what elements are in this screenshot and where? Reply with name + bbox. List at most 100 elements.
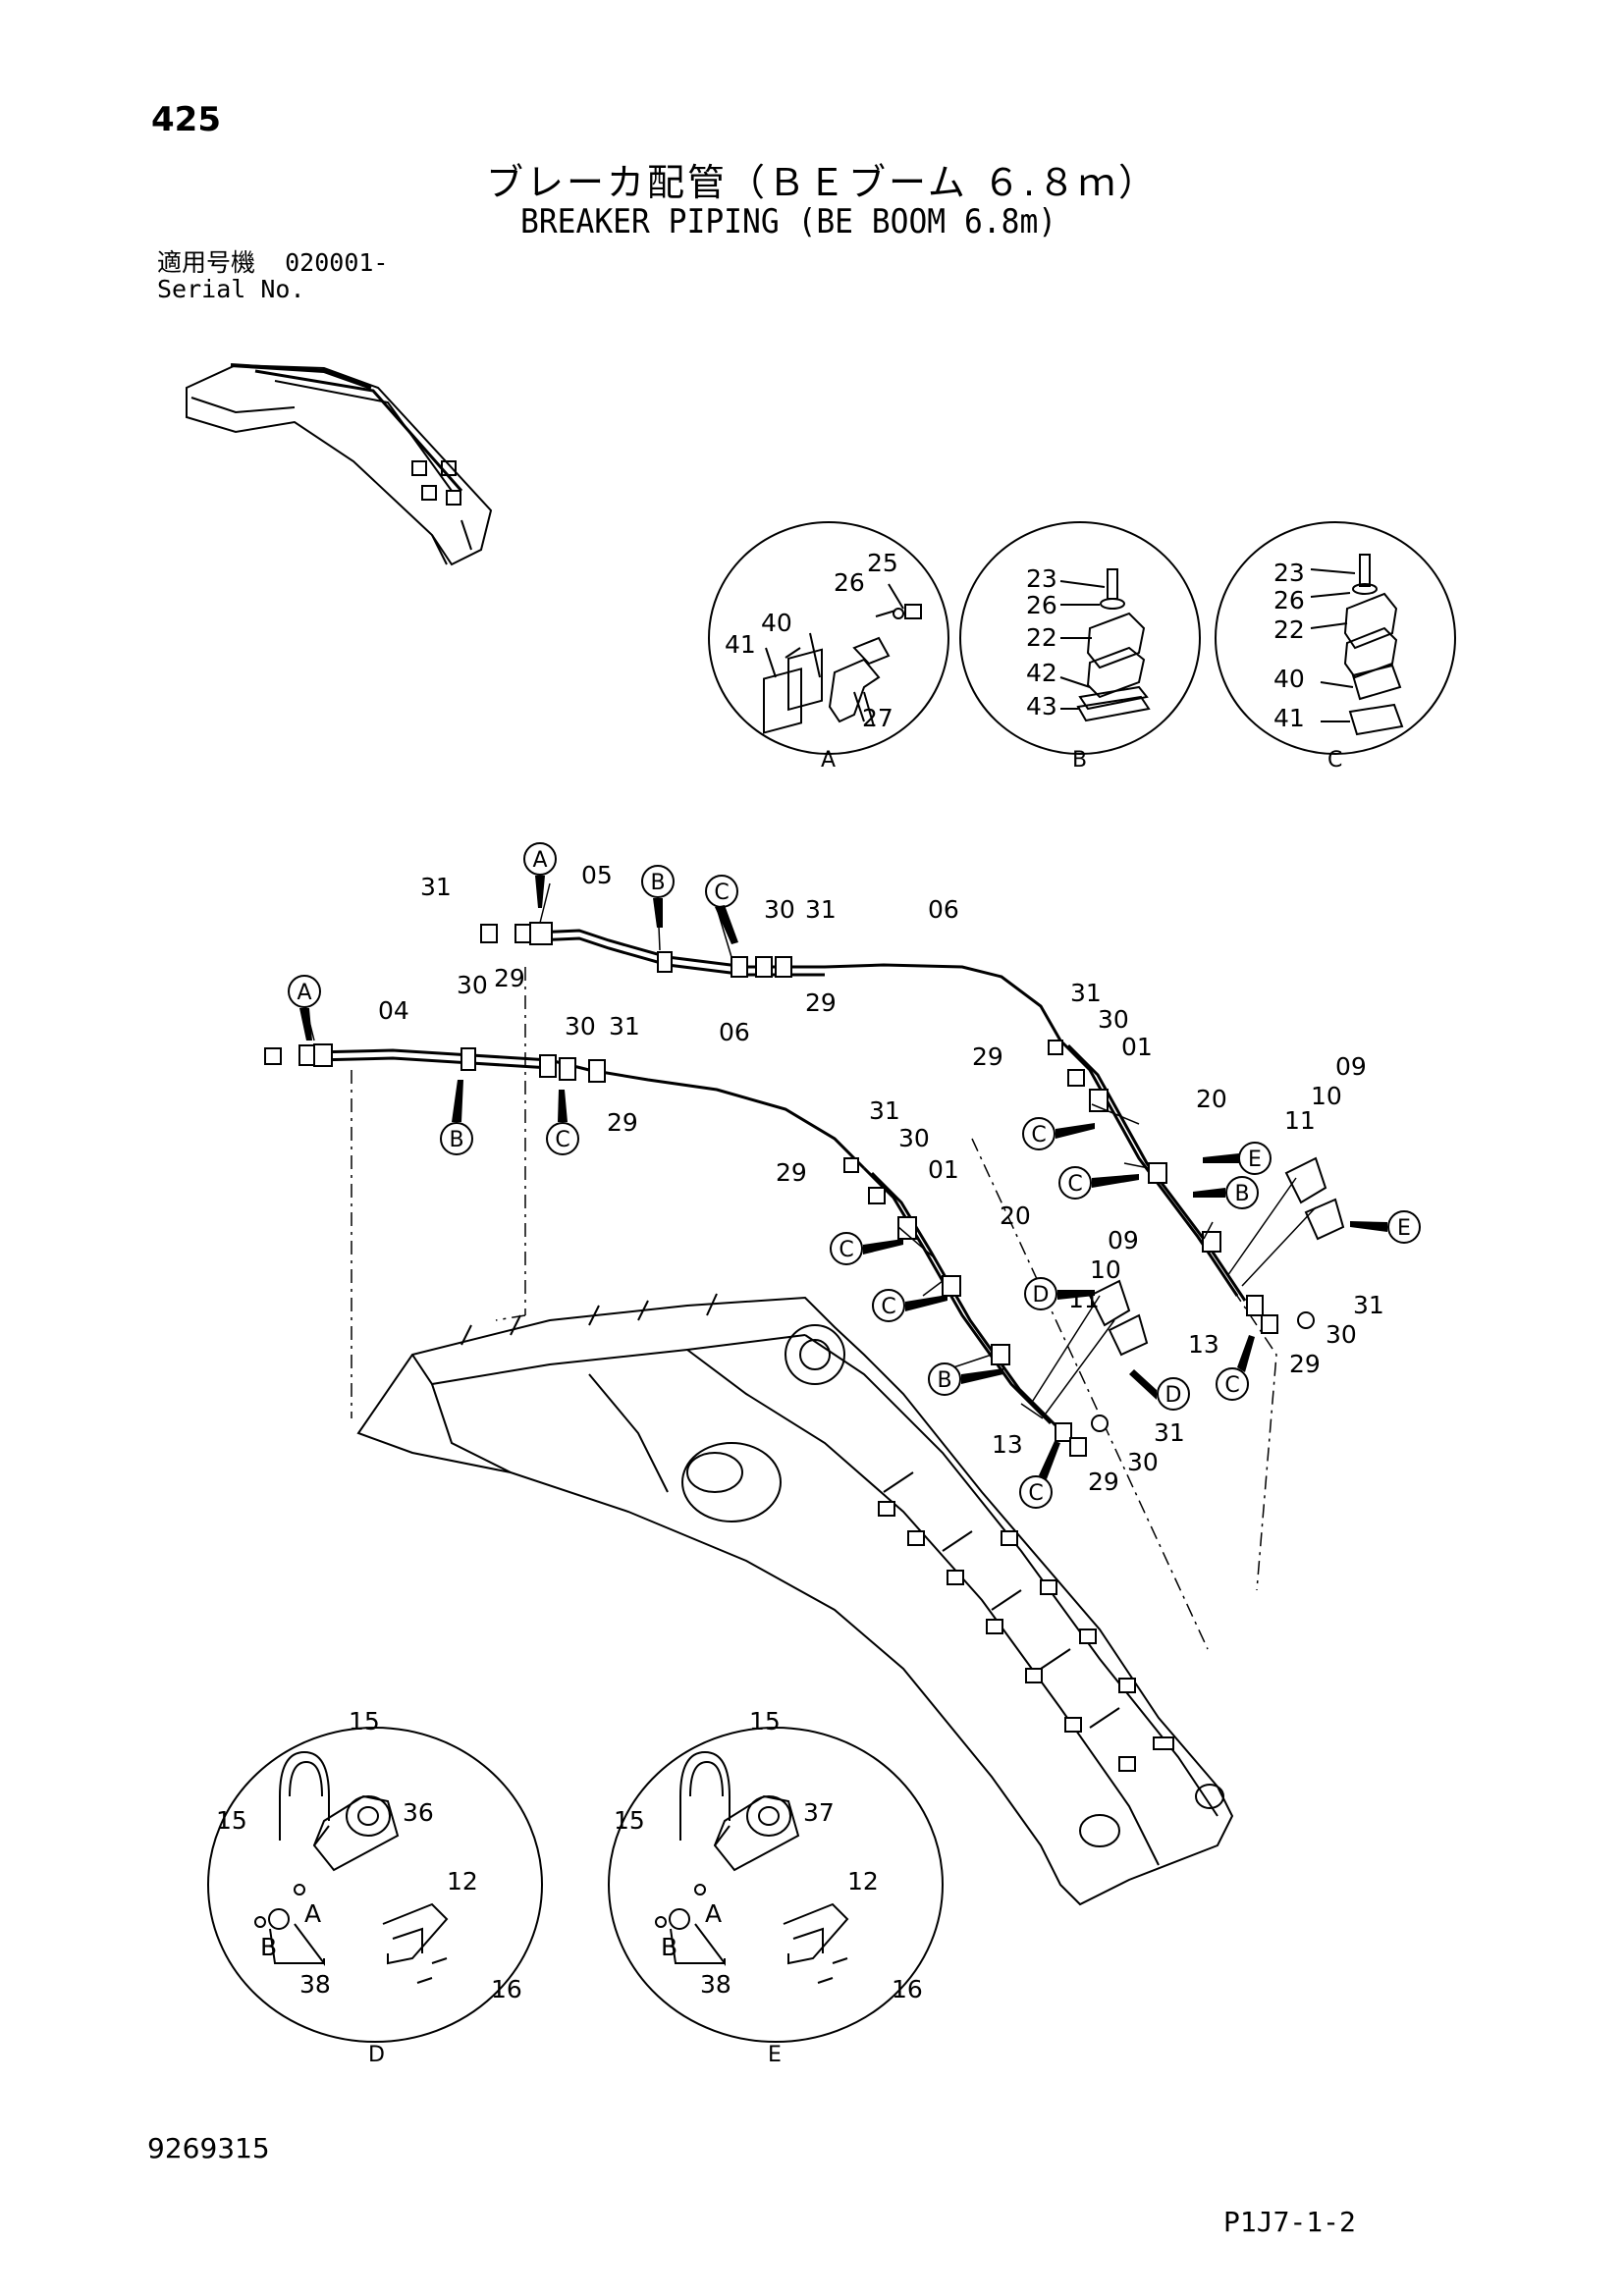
part-label: 11: [1284, 1106, 1316, 1135]
callout-letter: C: [881, 1295, 895, 1319]
part-label: 06: [928, 895, 959, 924]
callout-letter: B: [449, 1128, 463, 1152]
part-label: 29: [494, 964, 525, 992]
part-label: 31: [1070, 979, 1102, 1007]
detail-label-d: D: [368, 2043, 385, 2067]
callout-letter: B: [650, 871, 665, 895]
part-label: 09: [1108, 1226, 1139, 1255]
part-label: 40: [761, 609, 792, 637]
part-label: 30: [764, 895, 795, 924]
part-label: 25: [867, 549, 898, 577]
part-label: A: [304, 1899, 321, 1928]
detail-c-labels: 23 26 22 40 41: [1273, 559, 1305, 732]
part-label: 40: [1273, 665, 1305, 693]
part-label: 12: [447, 1867, 478, 1896]
serial-value: 020001-: [285, 248, 389, 277]
callout-letter: A: [297, 981, 311, 1005]
part-label: 10: [1311, 1082, 1342, 1110]
part-label: 29: [607, 1108, 638, 1137]
part-label: 36: [403, 1798, 434, 1827]
detail-circle-d: [207, 1727, 543, 2043]
callout-letter: E: [1248, 1148, 1262, 1172]
callout-letter: C: [1031, 1123, 1046, 1148]
callout-letter: C: [1028, 1481, 1043, 1506]
callout-balloons: [288, 842, 1421, 1509]
detail-label-a: A: [821, 748, 836, 773]
part-label: 20: [1000, 1201, 1031, 1230]
part-label: 22: [1273, 615, 1305, 644]
part-label: 30: [1127, 1448, 1159, 1476]
detail-label-c: C: [1327, 748, 1342, 773]
page-number: 425: [151, 100, 221, 139]
detail-e-parts: [655, 1750, 849, 1984]
detail-c-parts: [1310, 554, 1404, 736]
part-label: 22: [1026, 623, 1057, 652]
part-label: 01: [928, 1155, 959, 1184]
page-code: P1J7-1-2: [1223, 2206, 1356, 2238]
callout-letters: A A B C B C C C B E E C C C B D D C: [297, 848, 1410, 1506]
detail-a-labels: 25 26 40 41 27: [725, 549, 898, 732]
page-title-english: BREAKER PIPING (BE BOOM 6.8m): [520, 202, 1057, 241]
part-label: 29: [1088, 1468, 1119, 1496]
detail-b-labels: 23 26 22 42 43: [1026, 564, 1057, 721]
page-title-japanese: ブレーカ配管（ＢＥブーム ６.８ｍ）: [486, 161, 1160, 204]
detail-label-e: E: [768, 2043, 782, 2067]
detail-d-parts: [254, 1750, 449, 1984]
detail-view-labels: A B C D E: [368, 748, 1342, 2067]
part-label: 06: [719, 1018, 750, 1046]
detail-circle-b: [959, 521, 1201, 755]
part-label: 31: [420, 873, 452, 901]
part-label: B: [260, 1933, 277, 1961]
callout-letter: C: [1224, 1373, 1239, 1398]
part-label: 10: [1090, 1255, 1121, 1284]
callout-letter: C: [714, 881, 729, 905]
part-label: 31: [805, 895, 837, 924]
detail-a-parts: [763, 583, 922, 734]
part-label: 30: [565, 1012, 596, 1041]
part-label: 31: [1154, 1418, 1185, 1447]
callout-letter: C: [839, 1238, 853, 1262]
part-label: 16: [892, 1975, 923, 2003]
part-label: 27: [862, 704, 893, 732]
callout-letter: A: [532, 848, 547, 873]
part-label: 31: [1353, 1291, 1384, 1319]
part-label: 04: [378, 996, 409, 1025]
part-label: 12: [847, 1867, 879, 1896]
callout-letter: D: [1033, 1283, 1050, 1308]
detail-label-b: B: [1072, 748, 1087, 773]
part-label: 15: [749, 1707, 781, 1735]
serial-label-jp: 適用号機: [157, 248, 256, 277]
part-label: 23: [1273, 559, 1305, 587]
leader-dashes: [351, 967, 1277, 1650]
part-label: 29: [776, 1158, 807, 1187]
part-label: 13: [1188, 1330, 1219, 1359]
clamp-brackets: [1030, 1177, 1317, 1415]
part-label: 26: [1273, 586, 1305, 614]
part-label: 31: [609, 1012, 640, 1041]
part-label: 15: [216, 1806, 247, 1835]
callout-letter: C: [555, 1128, 569, 1152]
part-label: 11: [1068, 1285, 1100, 1313]
detail-circle-c: [1215, 521, 1456, 755]
serial-label-en: Serial No.: [157, 275, 305, 303]
part-label: 26: [1026, 591, 1057, 619]
part-label: 43: [1026, 692, 1057, 721]
callout-arrows: [299, 876, 1387, 1479]
callout-letter: C: [1067, 1172, 1082, 1197]
part-label: 05: [581, 861, 613, 889]
detail-circle-e: [608, 1727, 944, 2043]
part-label: 30: [1326, 1320, 1357, 1349]
part-label: 23: [1026, 564, 1057, 593]
detail-e-labels: 15 15 37 12 A B 38 16: [614, 1707, 923, 2003]
part-label: 41: [1273, 704, 1305, 732]
part-label: 01: [1121, 1033, 1153, 1061]
part-label: 41: [725, 630, 756, 659]
part-label: A: [705, 1899, 722, 1928]
part-label: 30: [898, 1124, 930, 1152]
callout-letter: E: [1397, 1216, 1411, 1241]
part-label: B: [661, 1933, 677, 1961]
part-label: 15: [614, 1806, 645, 1835]
callout-letter: B: [937, 1368, 951, 1393]
document-number: 9269315: [147, 2132, 270, 2164]
